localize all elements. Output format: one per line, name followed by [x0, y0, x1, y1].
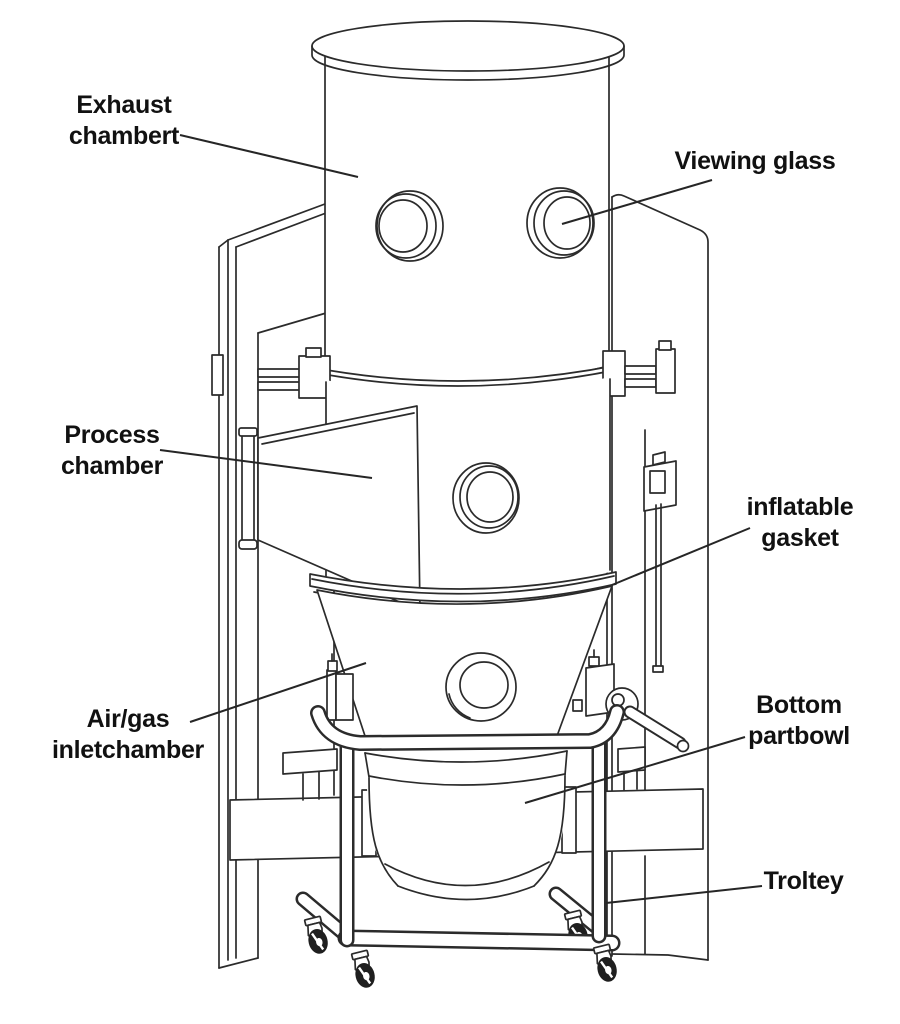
cone-porthole [445, 652, 517, 722]
valve-bracket [643, 451, 677, 673]
frame-shelf-right [617, 746, 646, 791]
leader-lines [159, 134, 763, 904]
leader-air-gas-inlet [189, 662, 367, 723]
label-air-gas-inlet: Air/gas inletchamber [51, 705, 204, 764]
leader-inflatable-gasket [611, 527, 751, 586]
cone-clamp-lever-right [572, 649, 690, 753]
label-process-chamber: Process chamber [60, 421, 164, 480]
valve-rod-end [652, 665, 664, 673]
caster-front-left [349, 948, 378, 991]
label-inflatable-gasket: inflatable gasket [746, 493, 854, 552]
viewing-glass-right-porthole [526, 187, 595, 259]
flange-clamp-left [257, 347, 331, 399]
trolley [295, 704, 625, 991]
bottom-bowl [361, 750, 577, 904]
leader-trolley [605, 885, 763, 904]
leader-process-chamber [159, 449, 373, 479]
flange-clamp-right [602, 340, 676, 397]
leader-exhaust-chamber [179, 134, 359, 178]
frame-shelf-left [282, 748, 338, 801]
exhaust-chamber-body [311, 20, 625, 387]
top-lid [311, 20, 625, 72]
lever-handle-end [676, 739, 690, 753]
label-bottom-bowl: Bottom partbowl [748, 691, 850, 750]
funnel-rod [241, 431, 255, 543]
frame-tab-left [211, 354, 224, 396]
label-trolley: Troltey [763, 867, 844, 895]
leader-bottom-bowl [524, 736, 746, 804]
leader-viewing-glass [561, 179, 713, 225]
cone-clamp-left [326, 653, 354, 721]
label-exhaust-chamber: Exhaust chambert [68, 91, 180, 150]
viewing-glass-left-porthole [375, 190, 444, 262]
process-chamber-porthole [452, 462, 520, 534]
label-viewing-glass: Viewing glass [674, 147, 836, 175]
feed-funnel [238, 405, 421, 612]
